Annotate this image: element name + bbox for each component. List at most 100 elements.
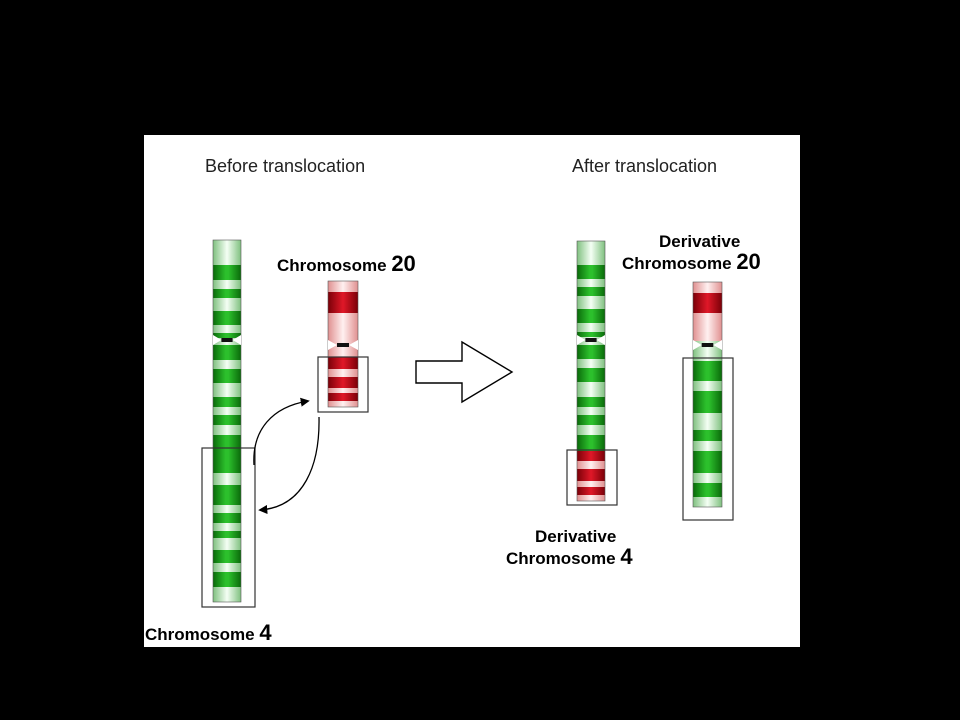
derivative-chromosome-20	[692, 281, 723, 508]
exchange-arrow-to-4	[258, 416, 320, 515]
chromosome-band	[693, 497, 722, 507]
chromosome-band	[577, 296, 605, 309]
chromosome-band	[213, 425, 241, 435]
chromosome-band	[213, 587, 241, 602]
diagram-panel: Before translocation After translocation…	[144, 135, 800, 647]
chromosome-band	[213, 383, 241, 397]
chromosome-band	[693, 483, 722, 497]
chromosome-band	[213, 333, 241, 338]
before-translocation-heading: Before translocation	[205, 156, 365, 176]
chromosome-band	[213, 505, 241, 513]
chromosome-band	[213, 280, 241, 289]
chromosome-band	[213, 538, 241, 550]
derivative-4-segment-box	[566, 449, 618, 506]
chromosome-band	[213, 345, 241, 360]
centromere-notch	[577, 335, 605, 345]
exchange-arrow-to-20	[253, 397, 310, 466]
chromosome-band	[577, 469, 605, 481]
centromere-notch	[693, 340, 722, 350]
chromosome-band	[577, 495, 605, 501]
chromosome-band	[213, 445, 241, 473]
chromosome-band	[577, 368, 605, 382]
chromosome-band	[213, 523, 241, 531]
chromosome-outline	[212, 239, 242, 603]
chromosome-band	[577, 241, 605, 265]
chromosome-band	[577, 323, 605, 332]
chromosome-band	[213, 240, 241, 265]
chromosome-band	[577, 345, 605, 359]
chromosome-band	[693, 441, 722, 451]
chromosome-band	[213, 289, 241, 298]
chromosome-band	[213, 435, 241, 445]
chromosome-band	[213, 572, 241, 587]
centromere-notch	[213, 335, 241, 345]
chromosome-band	[577, 287, 605, 296]
chromosome-band	[213, 360, 241, 369]
derivative-20-segment-box	[682, 357, 734, 521]
chromosome-4	[212, 239, 242, 603]
derivative-20-label-line2: Chromosome 20	[622, 249, 761, 274]
chromosome-band	[693, 282, 722, 293]
chromosome-band	[577, 487, 605, 495]
chromosome-band	[213, 415, 241, 425]
chromosome-band	[693, 351, 722, 361]
chromosome-outline	[692, 281, 723, 508]
chromosome-band	[328, 323, 358, 342]
translocation-diagram: Before translocation After translocation…	[145, 156, 761, 645]
chromosome-band	[577, 435, 605, 451]
chromosome-band	[693, 430, 722, 441]
chromosome-band	[213, 298, 241, 311]
chromosome-band	[213, 563, 241, 572]
chromosome-band	[328, 401, 358, 407]
centromere	[585, 338, 597, 342]
chromosome-band	[577, 279, 605, 287]
derivative-20-label-line1: Derivative	[659, 232, 740, 251]
chromosome-band	[213, 485, 241, 505]
chromosome-band	[693, 313, 722, 323]
chromosome-band	[693, 451, 722, 473]
centromere	[701, 343, 714, 347]
centromere-notch	[328, 340, 358, 350]
chromosome-band	[328, 313, 358, 323]
chromosome-band	[693, 413, 722, 421]
chromosome-4-label: Chromosome 4	[145, 620, 272, 645]
chromosome-band	[328, 357, 358, 369]
chromosome-band	[213, 311, 241, 325]
chromosome-band	[213, 473, 241, 485]
translocation-arrow	[415, 340, 514, 404]
chromosome-band	[213, 550, 241, 563]
chromosome-band	[213, 265, 241, 280]
derivative-4-label-line1: Derivative	[535, 527, 616, 546]
centromere	[221, 338, 233, 342]
chromosome-band	[693, 473, 722, 483]
chromosome-band	[577, 265, 605, 279]
chromosome-band	[577, 451, 605, 461]
chromosome-band	[213, 397, 241, 407]
chromosome-band	[693, 391, 722, 413]
chromosome-20-segment-box	[317, 356, 369, 413]
chromosome-band	[577, 407, 605, 415]
chromosome-band	[577, 397, 605, 407]
chromosome-band	[693, 381, 722, 391]
chromosome-band	[577, 309, 605, 323]
chromosome-band	[577, 461, 605, 469]
chromosome-band	[577, 382, 605, 397]
chromosome-20	[327, 280, 359, 408]
chromosome-band	[577, 359, 605, 368]
chromosome-band	[328, 369, 358, 377]
chromosome-band	[213, 369, 241, 383]
chromosome-band	[693, 361, 722, 381]
chromosome-band	[213, 325, 241, 333]
chromosome-band	[693, 293, 722, 313]
chromosome-band	[213, 513, 241, 523]
chromosome-band	[213, 531, 241, 538]
chromosome-band	[577, 425, 605, 435]
after-translocation-heading: After translocation	[572, 156, 717, 176]
chromosome-band	[328, 281, 358, 292]
chromosome-4-segment-box	[201, 447, 256, 608]
chromosome-band	[693, 421, 722, 430]
centromere	[337, 343, 349, 347]
chromosome-band	[328, 393, 358, 401]
chromosome-band	[213, 407, 241, 415]
chromosome-band	[577, 415, 605, 425]
